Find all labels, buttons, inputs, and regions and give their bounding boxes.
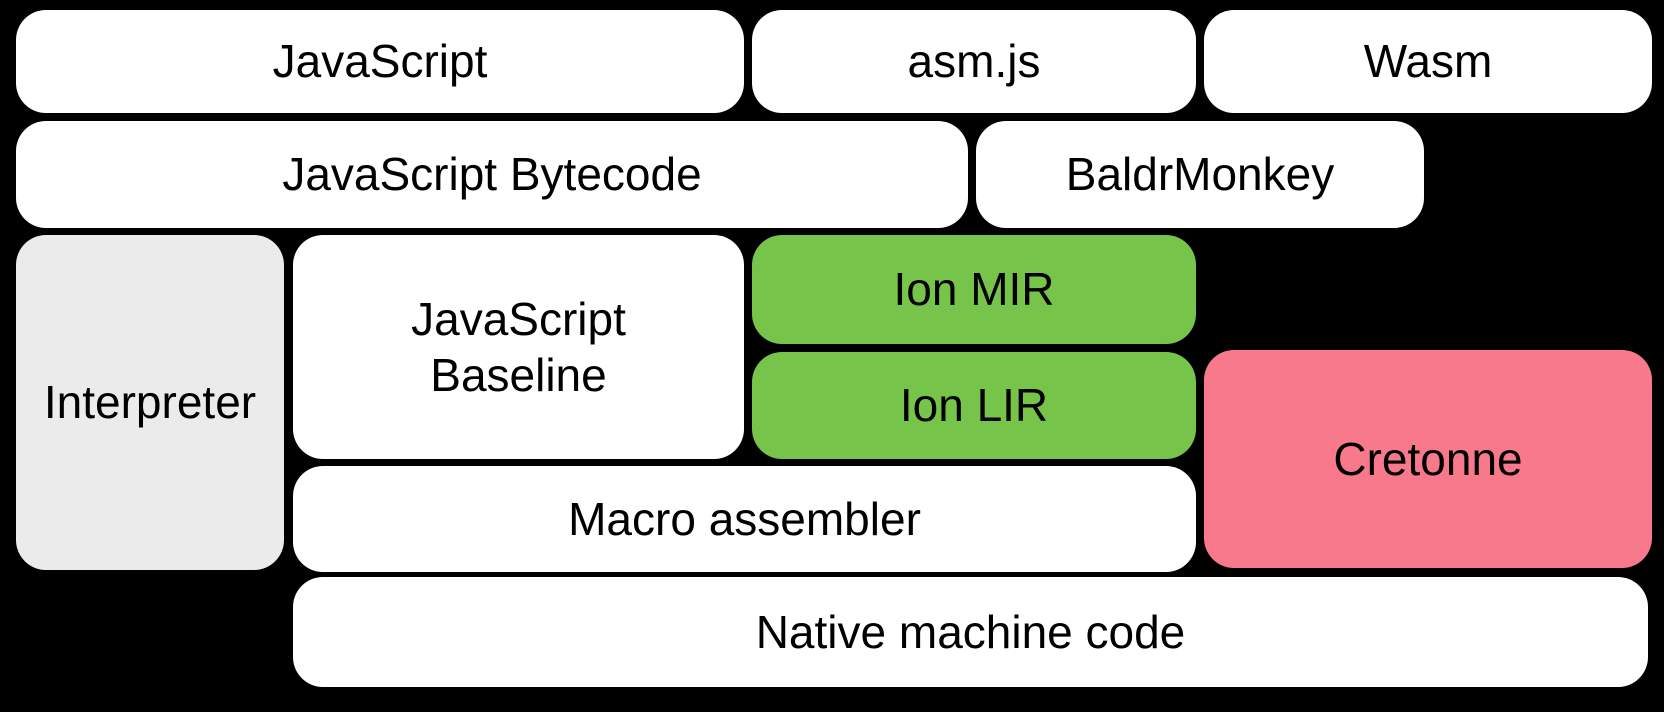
diagram-box-javascript: JavaScript: [16, 10, 744, 113]
diagram-box-asmjs: asm.js: [752, 10, 1196, 113]
diagram-box-macro-assembler: Macro assembler: [293, 466, 1196, 572]
diagram-box-interpreter: Interpreter: [16, 235, 284, 570]
diagram-box-wasm-label: Wasm: [1363, 35, 1493, 88]
diagram-box-asmjs-label: asm.js: [907, 35, 1041, 88]
diagram-box-native-machine-code-label: Native machine code: [755, 605, 1186, 658]
diagram-box-javascript-baseline-label-line1: JavaScript: [411, 292, 626, 345]
diagram-box-javascript-baseline-label-line2: Baseline: [430, 349, 607, 401]
diagram-box-ion-lir-label: Ion LIR: [899, 379, 1049, 432]
diagram-box-interpreter-label: Interpreter: [43, 376, 257, 429]
diagram-box-cretonne: Cretonne: [1204, 350, 1652, 568]
diagram-box-javascript-label: JavaScript: [272, 35, 488, 88]
diagram-box-baldrmonkey: BaldrMonkey: [976, 121, 1424, 228]
diagram-box-cretonne-label: Cretonne: [1333, 432, 1523, 485]
diagram-box-ion-mir-label: Ion MIR: [893, 263, 1055, 316]
diagram-box-javascript-bytecode: JavaScript Bytecode: [16, 121, 968, 228]
diagram-box-baldrmonkey-label: BaldrMonkey: [1065, 148, 1335, 201]
diagram-box-ion-mir: Ion MIR: [752, 235, 1196, 344]
diagram-box-javascript-bytecode-label: JavaScript Bytecode: [282, 148, 702, 201]
diagram-box-macro-assembler-label: Macro assembler: [568, 492, 921, 545]
diagram-box-wasm: Wasm: [1204, 10, 1652, 113]
diagram-box-native-machine-code: Native machine code: [293, 577, 1648, 687]
diagram-box-javascript-baseline: JavaScript Baseline: [293, 235, 744, 459]
diagram-box-ion-lir: Ion LIR: [752, 352, 1196, 459]
